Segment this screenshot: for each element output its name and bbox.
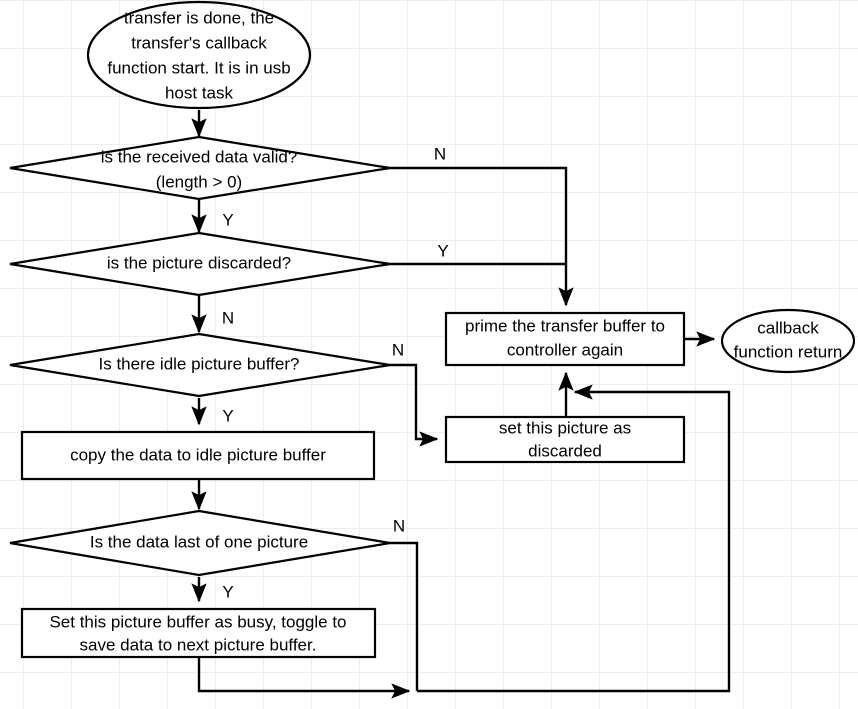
node-start-line-2: function start. It is in usb: [107, 58, 290, 77]
node-decision-last-data-line-0: Is the data last of one picture: [90, 532, 308, 551]
node-decision-data-valid-line-1: (length > 0): [156, 172, 242, 191]
node-process-copy-data[interactable]: copy the data to idle picture buffer: [20, 430, 376, 481]
edge-label-valid-yes: Y: [222, 210, 233, 229]
node-process-prime-buffer-line-1: controller again: [507, 340, 623, 359]
node-decision-data-valid-line-0: is the received data valid?: [101, 147, 298, 166]
node-start[interactable]: transfer is done, the transfer's callbac…: [86, 0, 312, 110]
edge-rail-return: [417, 384, 731, 693]
edge-label-last-yes: Y: [222, 582, 233, 601]
edges: [191, 110, 731, 699]
edge-setbusy-to-rail: [197, 657, 411, 699]
edge-label-idle-no: N: [392, 340, 404, 359]
node-decision-idle-buffer-line-0: Is there idle picture buffer?: [99, 354, 300, 373]
node-process-set-busy-line-0: Set this picture buffer as busy, toggle …: [49, 612, 346, 631]
node-process-set-busy-line-1: save data to next picture buffer.: [80, 635, 317, 654]
node-decision-picture-discarded[interactable]: is the picture discarded?: [9, 231, 391, 297]
node-decision-idle-buffer[interactable]: Is there idle picture buffer?: [9, 332, 391, 398]
node-process-set-discarded-line-1: discarded: [528, 441, 602, 460]
node-process-set-busy[interactable]: Set this picture buffer as busy, toggle …: [20, 607, 377, 659]
node-process-prime-buffer[interactable]: prime the transfer buffer to controller …: [444, 311, 686, 367]
node-decision-picture-discarded-line-0: is the picture discarded?: [107, 253, 291, 272]
node-process-set-discarded[interactable]: set this picture as discarded: [444, 415, 686, 464]
node-process-copy-data-line-0: copy the data to idle picture buffer: [70, 445, 326, 464]
edge-idle-no: [390, 363, 439, 447]
node-decision-data-valid[interactable]: is the received data valid? (length > 0): [9, 135, 391, 201]
node-start-line-0: transfer is done, the: [124, 8, 274, 27]
node-start-line-3: host task: [165, 83, 234, 102]
edge-labels: N Y Y N N Y N Y: [222, 144, 449, 601]
node-process-set-discarded-line-0: set this picture as: [499, 418, 631, 437]
node-decision-last-data[interactable]: Is the data last of one picture: [9, 509, 391, 577]
edge-last-no: [390, 541, 419, 691]
edge-label-idle-yes: Y: [222, 406, 233, 425]
node-end-callback-return-line-0: callback: [757, 318, 819, 337]
node-end-callback-return[interactable]: callback function return: [720, 308, 856, 374]
edge-label-discarded-no: N: [222, 308, 234, 327]
edge-valid-no: [390, 166, 574, 307]
edge-label-last-no: N: [393, 516, 405, 535]
node-end-callback-return-line-1: function return: [734, 342, 843, 361]
node-process-prime-buffer-line-0: prime the transfer buffer to: [465, 316, 665, 335]
node-start-line-1: transfer's callback: [131, 33, 267, 52]
edge-label-valid-no: N: [434, 144, 446, 163]
edge-label-discarded-yes: Y: [437, 241, 448, 260]
